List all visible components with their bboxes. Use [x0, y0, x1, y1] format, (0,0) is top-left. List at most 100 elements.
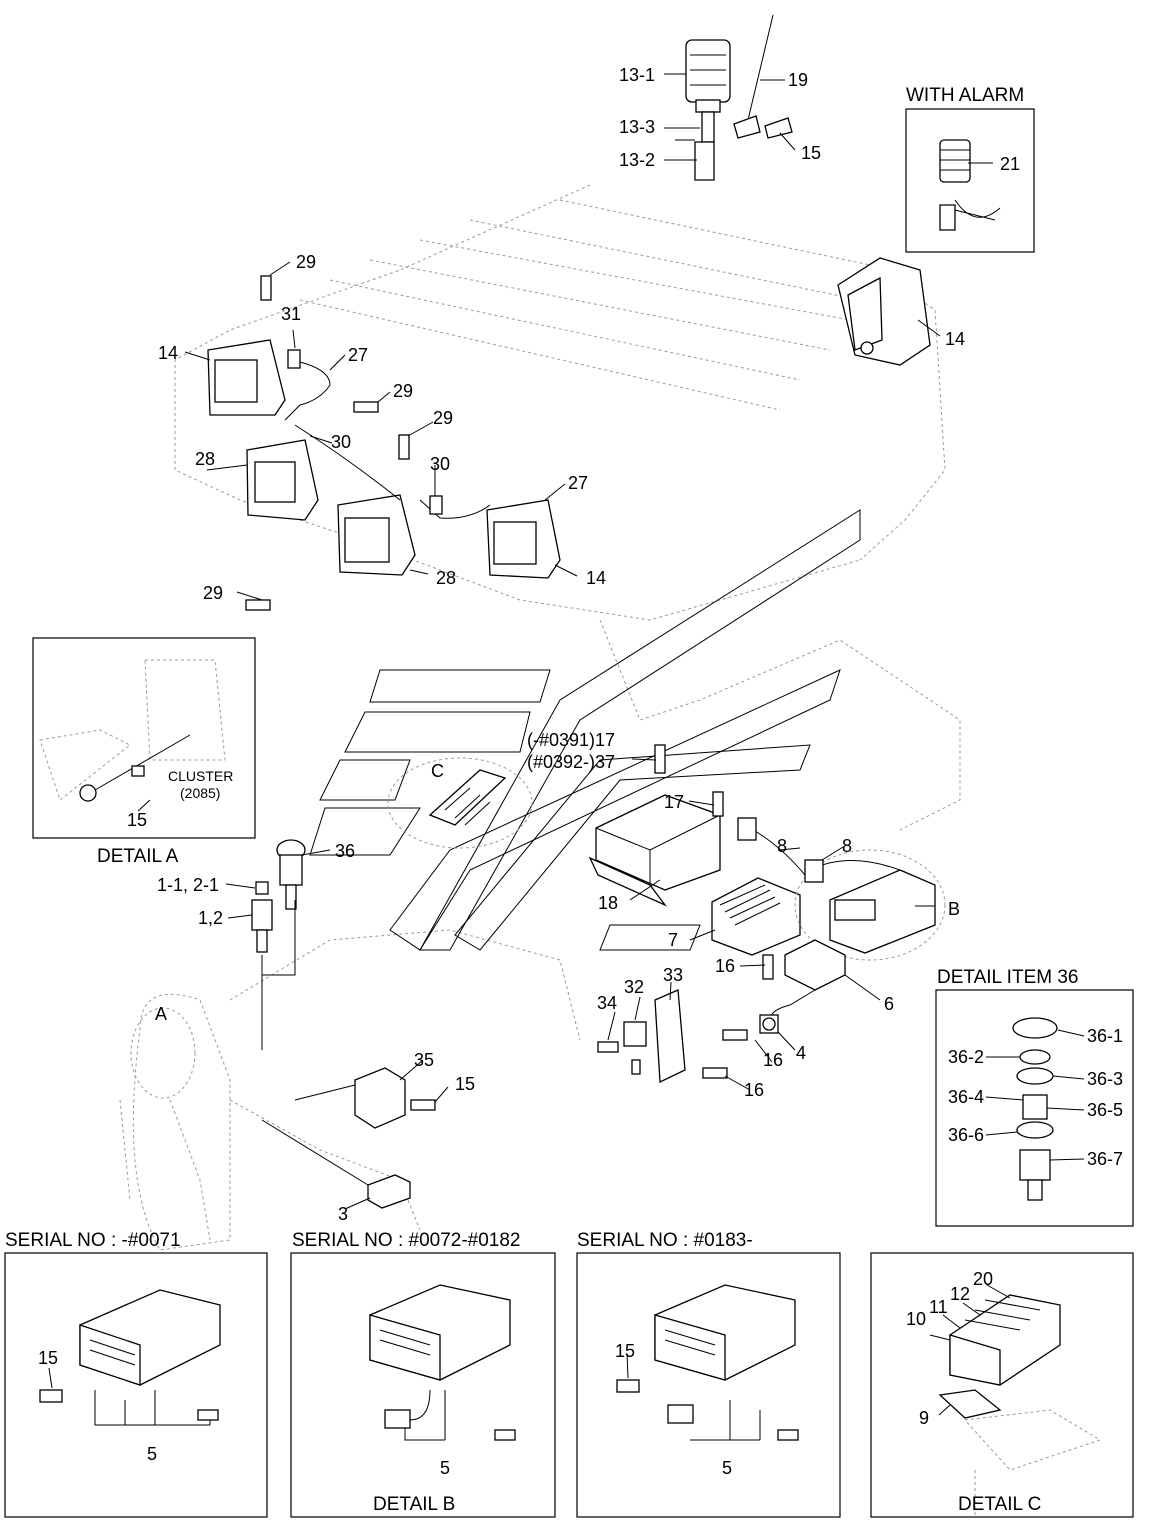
callout-36-7: 36-7 [1087, 1149, 1123, 1169]
callout-18: 18 [598, 893, 618, 913]
callout-3: 3 [338, 1204, 348, 1224]
callout-29-a: 29 [296, 252, 316, 272]
detail-36-title: DETAIL ITEM 36 [937, 967, 1078, 988]
callout-19: 19 [788, 70, 808, 90]
bolts-16-17 [654, 744, 906, 1079]
callout-29-c: 29 [433, 408, 453, 428]
callout-16-a: 16 [715, 956, 735, 976]
callout-28-a: 28 [195, 449, 215, 469]
callout-29-b: 29 [393, 381, 413, 401]
callout-15-serial1: 15 [38, 1348, 58, 1368]
serial-header-2: SERIAL NO : #0072-#0182 [292, 1230, 521, 1251]
serial-box-1 [4, 1252, 268, 1518]
callout-15-mid: 15 [455, 1074, 475, 1094]
detail-b-title: DETAIL B [373, 1494, 455, 1515]
callout-4: 4 [796, 1043, 806, 1063]
callout-9: 9 [919, 1408, 929, 1428]
callout-36-1: 36-1 [1087, 1026, 1123, 1046]
callout-34: 34 [597, 993, 617, 1013]
speaker-4 [759, 1014, 779, 1034]
callout-10: 10 [906, 1309, 926, 1329]
callout-29-d: 29 [203, 583, 223, 603]
callout-13-1: 13-1 [619, 65, 655, 85]
callout-27-a: 27 [348, 345, 368, 365]
callout-32: 32 [624, 977, 644, 997]
callout-8-b: 8 [842, 836, 852, 856]
callout-14-right: 14 [945, 329, 965, 349]
callout-5-serial1: 5 [147, 1444, 157, 1464]
amplifier-7 [711, 877, 801, 956]
callout-21: 21 [1000, 154, 1020, 174]
callout-37: (#0392-)37 [527, 752, 615, 772]
callout-15-a: 15 [127, 810, 147, 830]
callout-36-3: 36-3 [1087, 1069, 1123, 1089]
detail-c-title: DETAIL C [958, 1494, 1041, 1515]
detail-a-box [32, 637, 256, 839]
callout-36-6: 36-6 [948, 1125, 984, 1145]
work-lamp-28-upper [246, 439, 319, 521]
key-switch [251, 881, 296, 1050]
leader-lines [48, 73, 1085, 1416]
beacon-lamp [675, 39, 731, 181]
relay-35 [294, 1067, 436, 1129]
serial-box-2 [290, 1252, 556, 1518]
callout-17-top: (-#0391)17 [527, 730, 615, 750]
callout-11: 11 [929, 1297, 948, 1317]
bolts-29 [245, 275, 410, 611]
lighter-36 [276, 839, 306, 910]
callout-15-serial3: 15 [615, 1341, 635, 1361]
cluster-code: (2085) [180, 785, 220, 801]
cab-outline [119, 184, 961, 1251]
marker-a: A [155, 1004, 167, 1024]
radio-b [794, 849, 946, 961]
work-lamp-28-lower [294, 424, 416, 576]
callout-13-2: 13-2 [619, 150, 655, 170]
callout-1-1-2-1: 1-1, 2-1 [157, 875, 219, 895]
callout-36-5: 36-5 [1087, 1100, 1123, 1120]
with-alarm-box [905, 108, 1035, 253]
callout-30-b: 30 [430, 454, 450, 474]
marker-b: B [948, 899, 960, 919]
serial-box-3 [576, 1252, 841, 1518]
callout-14-left: 14 [158, 343, 178, 363]
callout-36: 36 [335, 841, 355, 861]
callout-27-b: 27 [568, 473, 588, 493]
callout-28-b: 28 [436, 568, 456, 588]
callout-16-b: 16 [763, 1050, 783, 1070]
callout-17: 17 [664, 792, 684, 812]
detail-36-box [935, 989, 1134, 1227]
antenna [733, 14, 793, 139]
callout-12: 12 [950, 1284, 970, 1304]
callout-15-top: 15 [801, 143, 821, 163]
callout-1-2: 1,2 [198, 908, 223, 928]
serial-header-1: SERIAL NO : -#0071 [5, 1230, 181, 1251]
callout-6: 6 [884, 994, 894, 1014]
bracket-33-alarm-32 [597, 989, 686, 1084]
callout-labels: 13-1 13-3 13-2 19 15 21 29 31 14 27 29 2… [38, 65, 1123, 1478]
callout-30-a: 30 [331, 432, 351, 452]
callout-20: 20 [973, 1269, 993, 1289]
callout-5-serial3: 5 [722, 1458, 732, 1478]
callout-8-a: 8 [777, 836, 787, 856]
callout-5-serial2: 5 [440, 1458, 450, 1478]
callout-36-2: 36-2 [948, 1047, 984, 1067]
radio-bracket-18 [588, 794, 721, 907]
detail-c-switch [387, 757, 533, 849]
callout-33: 33 [663, 965, 683, 985]
cluster-label: CLUSTER [168, 768, 233, 784]
callout-36-4: 36-4 [948, 1087, 984, 1107]
with-alarm-title: WITH ALARM [906, 85, 1024, 106]
callout-14-mid: 14 [586, 568, 606, 588]
module-6 [769, 939, 846, 1021]
detail-c-box [870, 1252, 1134, 1518]
callout-7: 7 [668, 930, 678, 950]
work-lamp-14-mid [419, 495, 561, 579]
callout-13-3: 13-3 [619, 117, 655, 137]
detail-a-title: DETAIL A [97, 846, 179, 867]
callout-16-c: 16 [744, 1080, 764, 1100]
marker-c: C [431, 761, 444, 781]
serial-header-3: SERIAL NO : #0183- [577, 1230, 753, 1251]
callout-35: 35 [414, 1050, 434, 1070]
